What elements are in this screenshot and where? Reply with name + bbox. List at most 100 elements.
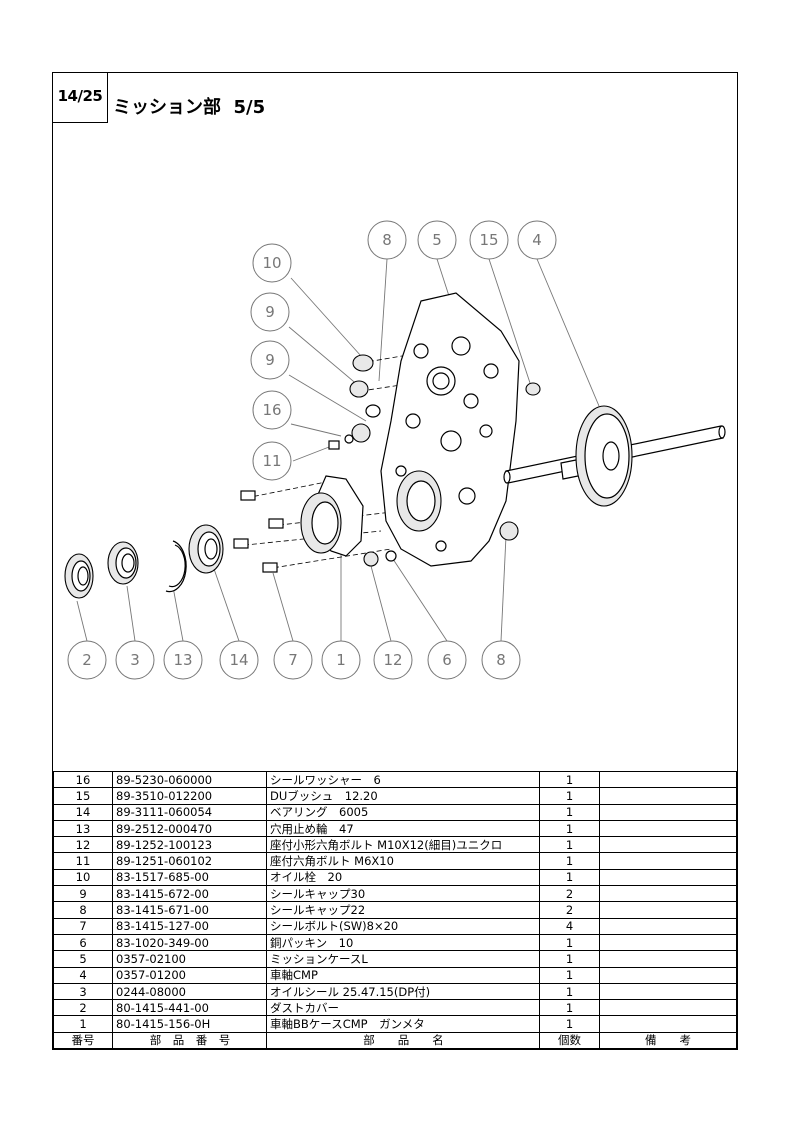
svg-text:6: 6 xyxy=(442,651,452,669)
row-remarks xyxy=(599,852,737,870)
row-part-name: シールワッシャー 6 xyxy=(266,770,540,789)
seal-caps-part xyxy=(344,354,541,567)
header-part-number: 部 品 番 号 xyxy=(112,1031,267,1050)
row-quantity: 2 xyxy=(539,901,600,919)
row-part-number: 89-2512-000470 xyxy=(112,819,267,838)
parts-sheet: 14/25 ミッション部 5/5 xyxy=(52,72,738,1050)
row-quantity: 2 xyxy=(539,885,600,903)
svg-text:8: 8 xyxy=(496,651,506,669)
row-quantity: 1 xyxy=(539,982,600,1001)
row-remarks xyxy=(599,966,737,984)
row-quantity: 1 xyxy=(539,770,600,789)
dust-cover-part xyxy=(64,553,94,599)
callout-14: 14 xyxy=(219,640,259,680)
row-part-number: 83-1415-671-00 xyxy=(112,901,267,919)
row-part-number: 89-3510-012200 xyxy=(112,787,267,805)
svg-text:11: 11 xyxy=(262,452,281,470)
row-quantity: 1 xyxy=(539,836,600,854)
row-part-name: 座付六角ボルト M6X10 xyxy=(266,852,540,870)
row-quantity: 1 xyxy=(539,1015,600,1033)
header-part-name: 部 品 名 xyxy=(266,1031,540,1050)
callout-4: 4 xyxy=(517,220,557,260)
row-remarks xyxy=(599,803,737,821)
row-part-number: 0244-08000 xyxy=(112,982,267,1001)
row-remarks xyxy=(599,950,737,968)
callout-13: 13 xyxy=(163,640,203,680)
row-part-number: 80-1415-156-0H xyxy=(112,1015,267,1033)
row-number: 12 xyxy=(53,836,113,854)
row-part-number: 89-1252-100123 xyxy=(112,836,267,854)
callout-12: 12 xyxy=(373,640,413,680)
row-part-name: 車軸BBケースCMP ガンメタ xyxy=(266,1015,540,1033)
row-quantity: 1 xyxy=(539,819,600,838)
row-part-name: ミッションケースL xyxy=(266,950,540,968)
row-quantity: 1 xyxy=(539,966,600,984)
row-number: 15 xyxy=(53,787,113,805)
row-number: 6 xyxy=(53,933,113,952)
row-number: 13 xyxy=(53,819,113,838)
row-part-number: 0357-01200 xyxy=(112,966,267,984)
row-remarks xyxy=(599,999,737,1017)
mission-case-part xyxy=(380,292,520,567)
row-number: 16 xyxy=(53,770,113,789)
bolts-part xyxy=(233,440,340,573)
row-part-number: 89-5230-060000 xyxy=(112,770,267,789)
row-part-number: 89-3111-060054 xyxy=(112,803,267,821)
row-number: 8 xyxy=(53,901,113,919)
row-part-name: 座付小形六角ボルト M10X12(細目)ユニクロ xyxy=(266,836,540,854)
callout-6: 6 xyxy=(427,640,467,680)
page-title: ミッション部 5/5 xyxy=(113,97,266,118)
svg-text:10: 10 xyxy=(262,254,281,272)
header-number: 番号 xyxy=(53,1031,113,1050)
oil-seal-part xyxy=(107,541,139,585)
bearing-part xyxy=(188,524,224,574)
svg-text:16: 16 xyxy=(262,401,281,419)
row-number: 5 xyxy=(53,950,113,968)
parts-table-header: 番号 部 品 番 号 部 品 名 個数 備 考 xyxy=(53,1031,737,1050)
svg-text:1: 1 xyxy=(336,651,346,669)
row-number: 1 xyxy=(53,1015,113,1033)
svg-text:15: 15 xyxy=(479,231,498,249)
row-part-name: オイルシール 25.47.15(DP付) xyxy=(266,982,540,1001)
exploded-view-diagram: 8 5 15 4 10 9 9 16 11 2 3 13 14 7 1 12 6… xyxy=(64,220,726,680)
row-quantity: 1 xyxy=(539,803,600,821)
row-number: 10 xyxy=(53,868,113,887)
row-number: 11 xyxy=(53,852,113,870)
row-quantity: 1 xyxy=(539,933,600,952)
row-part-number: 80-1415-441-00 xyxy=(112,999,267,1017)
leader-lines xyxy=(76,258,600,642)
row-quantity: 1 xyxy=(539,999,600,1017)
page-number: 14/25 xyxy=(53,73,108,123)
row-part-name: シールキャップ30 xyxy=(266,885,540,903)
callout-2: 2 xyxy=(67,640,107,680)
svg-text:14: 14 xyxy=(229,651,248,669)
svg-text:8: 8 xyxy=(382,231,392,249)
row-part-name: 穴用止め輪 47 xyxy=(266,819,540,838)
row-remarks xyxy=(599,982,737,1001)
row-number: 7 xyxy=(53,917,113,935)
callout-8-top: 8 xyxy=(367,220,407,260)
svg-text:4: 4 xyxy=(532,231,542,249)
row-remarks xyxy=(599,917,737,935)
svg-text:3: 3 xyxy=(130,651,140,669)
row-part-name: 車軸CMP xyxy=(266,966,540,984)
row-part-number: 89-1251-060102 xyxy=(112,852,267,870)
callout-10: 10 xyxy=(252,243,292,283)
row-quantity: 1 xyxy=(539,787,600,805)
row-remarks xyxy=(599,933,737,952)
row-remarks xyxy=(599,819,737,838)
bb-case-part xyxy=(300,475,364,557)
header-quantity: 個数 xyxy=(539,1031,600,1050)
row-part-name: シールキャップ22 xyxy=(266,901,540,919)
